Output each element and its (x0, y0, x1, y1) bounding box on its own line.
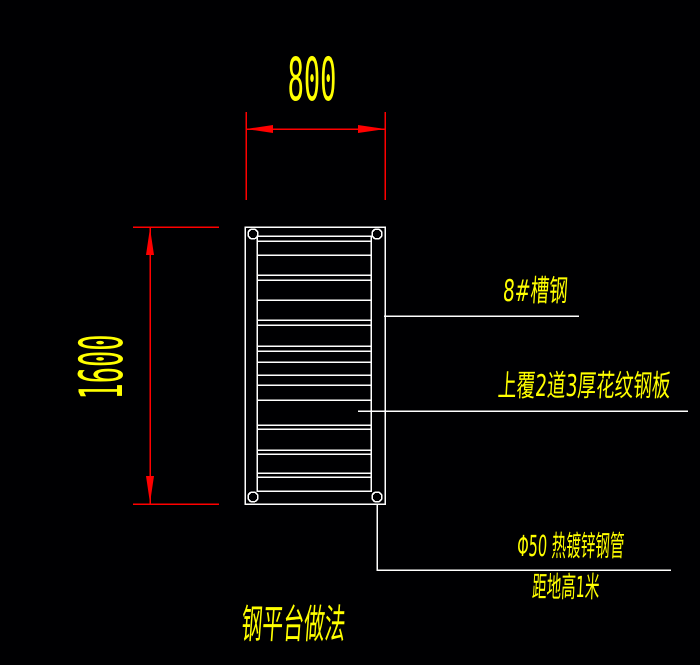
bolt-hole-bottom-left (247, 491, 259, 503)
bolt-hole-top-right (371, 228, 383, 240)
annotation-pipe-line1: Φ50 热镀锌钢管 (516, 529, 626, 563)
platform-outline (244, 226, 386, 505)
bolt-hole-bottom-right (371, 491, 383, 503)
dimension-800 (245, 112, 386, 200)
annotation-channel-steel: 8#槽钢 (501, 274, 569, 309)
annotation-deck-plate: 上覆2道3厚花纹钢板 (496, 369, 672, 404)
platform-outer-frame (244, 226, 386, 505)
arrowhead-down (146, 476, 154, 503)
bolt-hole-top-left (247, 228, 259, 240)
arrowhead-up (146, 228, 154, 255)
plank-lines (257, 240, 371, 478)
drawing-title: 钢平台做法 (239, 602, 348, 648)
annotation-pipe-line2: 距地高1米 (531, 570, 601, 604)
dimension-1600 (133, 226, 219, 505)
dimension-value-height: 1600 (67, 334, 137, 400)
dimension-value-width: 800 (287, 45, 337, 115)
leader-lines (358, 315, 688, 571)
arrowhead-right (358, 125, 385, 133)
arrowhead-left (246, 125, 273, 133)
leader-pipe (376, 504, 671, 571)
platform-deck-area (256, 235, 372, 492)
